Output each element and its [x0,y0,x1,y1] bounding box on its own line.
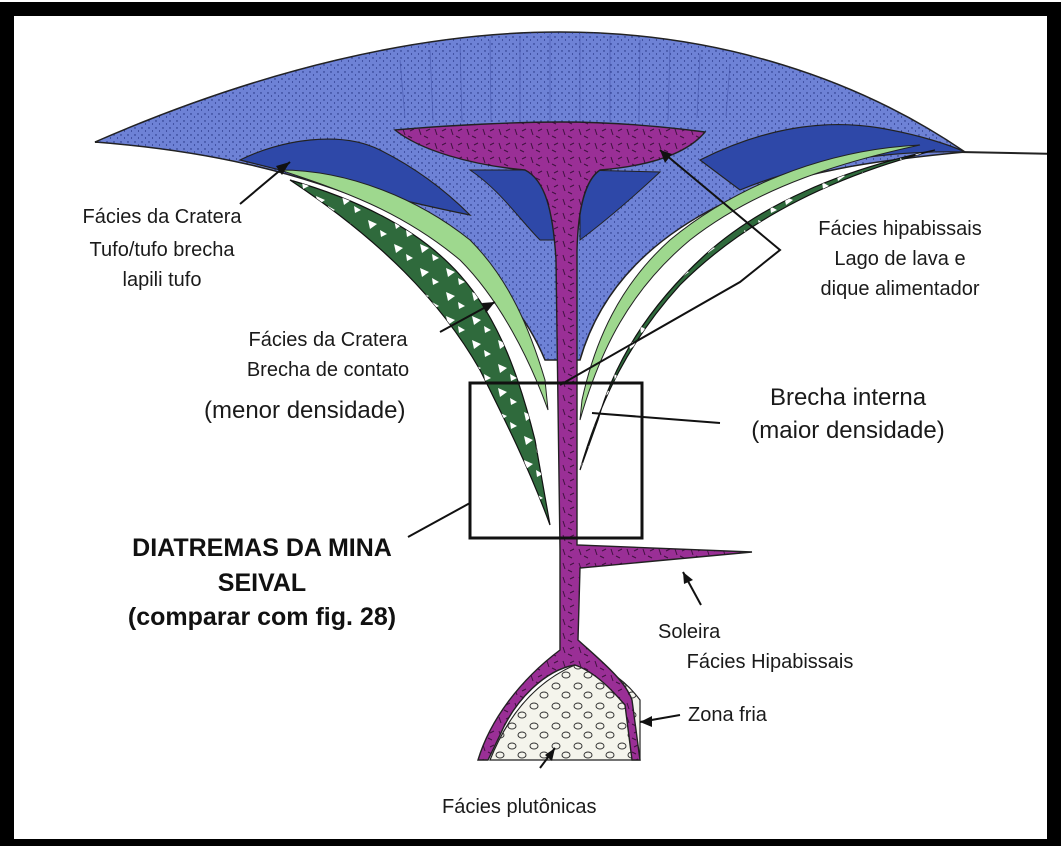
green-band-right [579,144,921,421]
crater-facies-line-1: Fácies da Cratera [82,206,242,228]
internal-breccia-label: Brecha interna (maior densidade) [718,384,978,446]
hypabyssal-label: Fácies hipabissais Lago de lava e dique … [770,217,1030,301]
contact-breccia-label: Fácies da Cratera Brecha de contato [208,328,448,382]
title-line-3: (comparar com fig. 28) [127,603,397,631]
hypabyssal-line-2: Lago de lava e [834,248,966,270]
plutonic-facies-label: Fácies plutônicas [442,796,597,818]
internal-breccia-line-1: Brecha interna [769,384,927,411]
ground-line-right [959,151,1047,155]
title-line-1: DIATREMAS DA MINA [132,534,392,562]
contact-breccia-line-1: Fácies da Cratera [248,329,408,351]
contact-breccia-line-2: Brecha de contato [246,359,410,381]
contact-breccia-left-clasts [290,180,550,525]
cold-zone-label: Zona fria [688,704,767,726]
crater-facies-line-2: Tufo/tufo brecha [89,239,235,261]
inset-box [468,381,644,540]
green-band-left [279,169,549,411]
sill-line-2: Fácies Hipabissais [686,651,854,673]
dark-tuff-center [468,169,556,241]
internal-breccia-line-2: (maior densidade) [751,416,945,444]
crater-facies-line-3: lapili tufo [122,269,202,291]
hypabyssal-line-1: Fácies hipabissais [818,218,982,240]
hypabyssal-line-3: dique alimentador [820,278,980,300]
crater-facies-label: Fácies da Cratera Tufo/tufo brecha lapil… [42,205,282,292]
diagram-title: DIATREMAS DA MINA SEIVAL (comparar com f… [72,531,452,635]
title-line-2: SEIVAL [217,568,307,597]
lower-density-label: (menor densidade) [204,397,406,424]
lava-texture [395,122,752,760]
sill-label: Soleira Fácies Hipabissais [630,620,910,674]
leader-lines [239,149,782,769]
dark-tuff-center-right [579,169,662,242]
bedding-lines [399,34,731,123]
sill-line-1: Soleira [658,621,721,643]
plutonic-ovals [490,664,640,760]
